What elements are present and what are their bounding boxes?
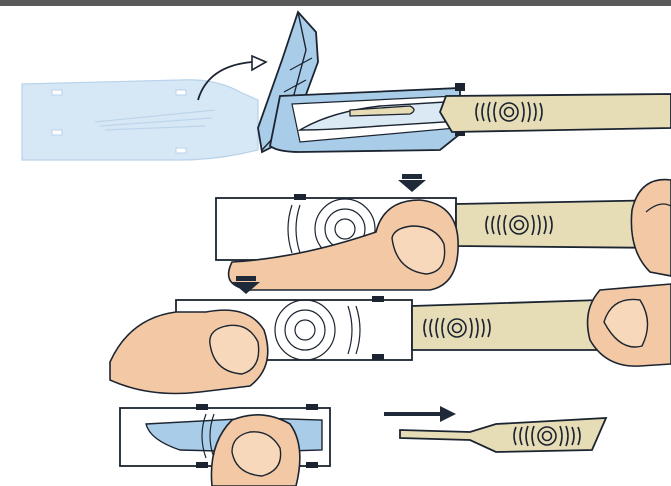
scalpel-handle (440, 94, 671, 132)
freed-scalpel-handle (400, 418, 606, 452)
press-down-arrow-icon (232, 276, 260, 294)
step-4-panel (120, 404, 606, 486)
right-thumb (631, 180, 671, 276)
step-1-panel (22, 12, 671, 160)
scalpel-handle (412, 300, 600, 350)
step-3-panel (110, 276, 671, 394)
pull-arrow-icon (384, 406, 456, 422)
step-2-panel (216, 174, 671, 290)
press-down-arrow-icon (398, 174, 426, 192)
